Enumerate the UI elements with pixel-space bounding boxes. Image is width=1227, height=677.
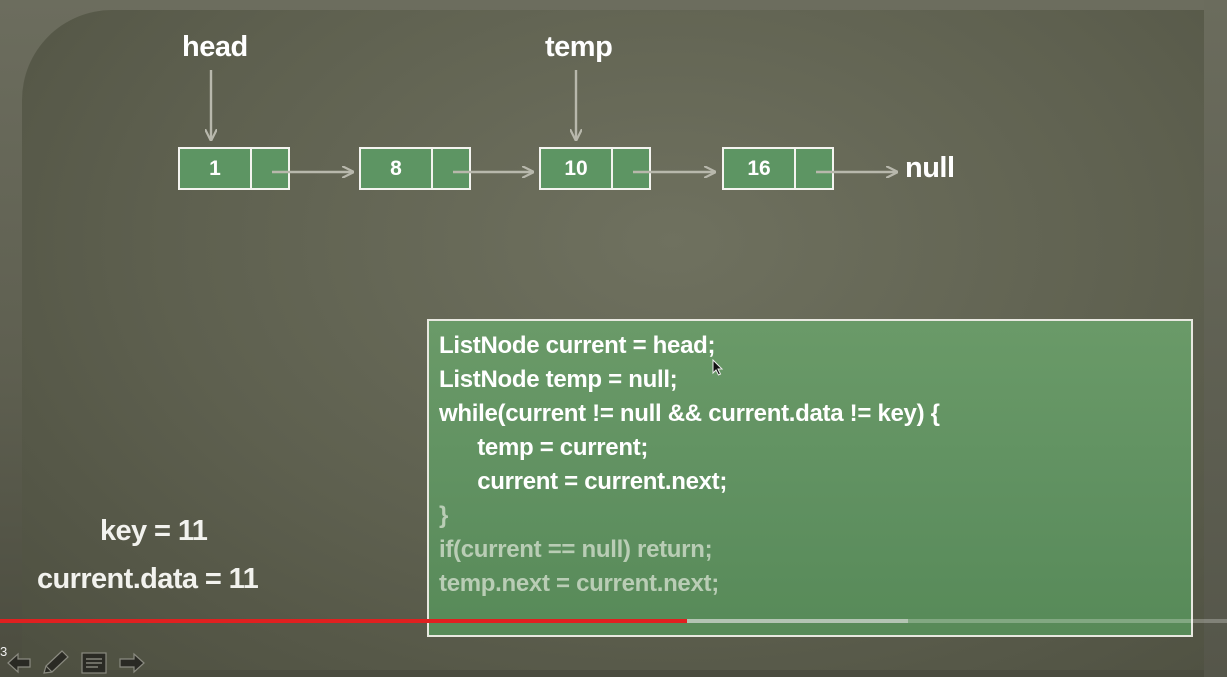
list-node-2: 8 [359,147,471,190]
code-line: } [439,502,449,529]
code-line: if(current == null) return; [439,536,713,563]
node-next-pointer [433,149,469,188]
node-next-pointer [796,149,832,188]
mouse-cursor-icon [712,359,724,376]
head-label: head [182,31,248,63]
code-panel: ListNode current = head; ListNode temp =… [427,319,1193,637]
node-next-pointer [613,149,649,188]
list-node-3: 10 [539,147,651,190]
code-line: temp.next = current.next; [439,570,719,597]
arrow-right-icon[interactable] [118,651,146,675]
current-data-label: current.data = 11 [37,563,259,595]
node-data: 10 [541,149,613,188]
node-data: 16 [724,149,796,188]
temp-label: temp [545,31,613,63]
arrow-left-icon[interactable] [6,651,32,675]
code-line: current = current.next; [439,468,728,495]
list-node-4: 16 [722,147,834,190]
time-display-fragment: 3 [0,644,8,659]
null-terminal-label: null [905,152,955,184]
code-line: while(current != null && current.data !=… [439,400,940,427]
pen-icon[interactable] [40,648,72,676]
node-data: 8 [361,149,433,188]
progress-played[interactable] [0,619,687,623]
slide-edge-strip [1204,0,1227,677]
node-next-pointer [252,149,288,188]
list-node-1: 1 [178,147,290,190]
key-value-label: key = 11 [100,515,208,547]
notes-icon[interactable] [80,651,108,675]
code-line: ListNode temp = null; [439,366,678,393]
node-data: 1 [180,149,252,188]
code-line: ListNode current = head; [439,332,716,359]
code-line: temp = current; [439,434,649,461]
